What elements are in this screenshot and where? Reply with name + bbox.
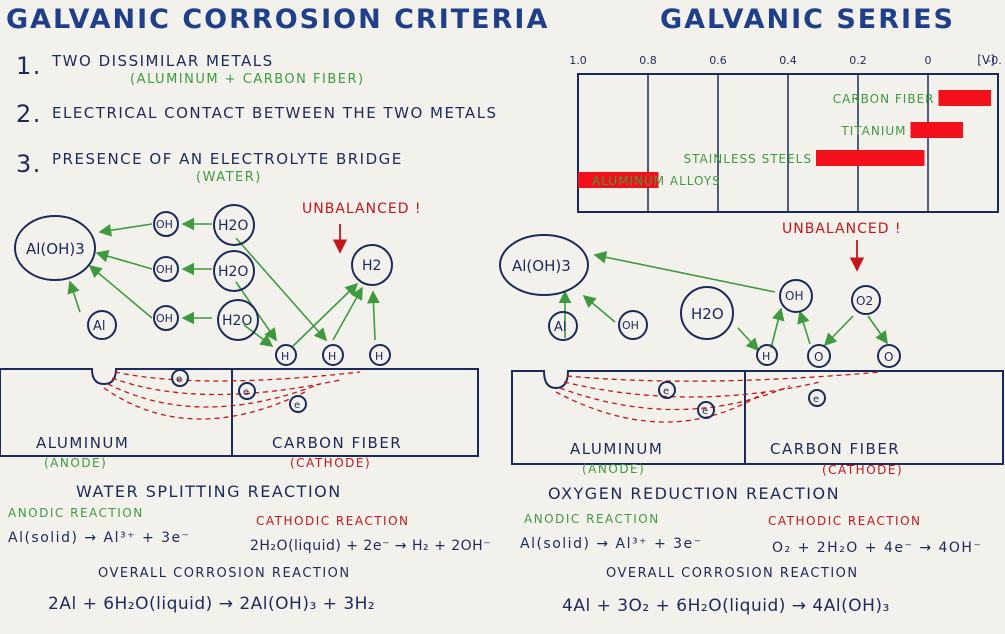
electron-label: e — [176, 374, 182, 385]
left-anode-metal-label: ALUMINUM — [36, 434, 130, 452]
right-anodic-equation: Al(solid) → Al³⁺ + 3e⁻ — [520, 536, 703, 552]
o-ion-label: O — [884, 350, 893, 364]
chart-bar-carbon-fiber — [938, 90, 991, 106]
electron-label: e — [243, 387, 249, 398]
right-electron-paths — [555, 371, 881, 423]
right-cathode-role: (CATHODE) — [822, 463, 904, 477]
right-reaction-title: OXYGEN REDUCTION REACTION — [548, 484, 841, 503]
criterion-1-note: (ALUMINUM + CARBON FIBER) — [130, 72, 365, 87]
chart-bar-aluminum-alloys — [578, 172, 659, 188]
left-metal-plates — [0, 368, 479, 457]
h-ion-label: H — [281, 350, 289, 363]
electron-label: e — [294, 400, 300, 411]
criteria-title: GALVANIC CORROSION CRITERIA — [6, 4, 550, 35]
o2-label: O2 — [856, 294, 873, 308]
right-cathode-metal-label: CARBON FIBER — [770, 440, 901, 458]
oh-label: OH — [156, 312, 173, 325]
right-species-labels: Al(OH)3 OH H2O OH O2 Al H O O e e e — [512, 257, 893, 417]
criterion-1-text: TWO DISSIMILAR METALS — [52, 52, 274, 70]
chart-series-label: CARBON FIBER — [833, 92, 935, 106]
left-anodic-equation: Al(solid) → Al³⁺ + 3e⁻ — [8, 530, 191, 546]
h2o-label: H2O — [218, 264, 248, 280]
right-reaction-arrows — [558, 250, 888, 352]
chart-tick-label: 0.2 — [849, 54, 867, 67]
h-ion-label: H — [328, 350, 336, 363]
criterion-3-note: (WATER) — [196, 170, 262, 185]
h2o-label: H2O — [222, 313, 252, 329]
left-species-circles — [14, 204, 393, 413]
right-anode-metal-label: ALUMINUM — [570, 440, 664, 458]
oh-label: OH — [156, 218, 173, 231]
o-ion-label: O — [814, 350, 823, 364]
right-unbalanced-label: UNBALANCED ! — [782, 221, 902, 237]
right-anodic-label: ANODIC REACTION — [524, 512, 660, 526]
electron-label: e — [813, 394, 819, 405]
right-overall-label: OVERALL CORROSION REACTION — [606, 566, 859, 581]
galvanic-series-chart: 1.0 0.8 0.6 0.4 0.2 0 -0.2[V] CARBON FIBER TITAN… — [569, 53, 1002, 213]
h-ion-label: H — [762, 350, 770, 363]
aloh3-label: Al(OH)3 — [512, 257, 571, 275]
chart-series-label: STAINLESS STEELS — [684, 152, 812, 166]
chart-bar-stainless-steels — [816, 150, 925, 166]
criterion-1-number: 1. — [16, 52, 42, 80]
left-electron-paths — [103, 371, 361, 420]
criterion-2-number: 2. — [16, 100, 42, 128]
oh-label: OH — [785, 289, 803, 303]
chart-tick-label: 0 — [925, 54, 932, 67]
chart-tick-label: 0.4 — [779, 54, 797, 67]
chart-tick-label: 0.8 — [639, 54, 657, 67]
left-cathodic-label: CATHODIC REACTION — [256, 514, 410, 528]
chart-series-label: ALUMINUM ALLOYS — [592, 174, 721, 188]
left-cathodic-equation: 2H₂O(liquid) + 2e⁻ → H₂ + 2OH⁻ — [250, 538, 492, 554]
electron-label: e — [663, 386, 669, 397]
left-cathode-metal-label: CARBON FIBER — [272, 434, 403, 452]
h-ion-label: H — [375, 350, 383, 363]
left-overall-label: OVERALL CORROSION REACTION — [98, 566, 351, 581]
chart-bar-titanium — [910, 122, 963, 138]
left-overall-equation: 2Al + 6H₂O(liquid) → 2Al(OH)₃ + 3H₂ — [48, 594, 376, 614]
left-cathode-role: (CATHODE) — [290, 456, 372, 470]
right-cathodic-label: CATHODIC REACTION — [768, 514, 922, 528]
right-overall-equation: 4Al + 3O₂ + 6H₂O(liquid) → 4Al(OH)₃ — [562, 596, 890, 616]
series-title: GALVANIC SERIES — [660, 4, 955, 35]
criterion-3-number: 3. — [16, 150, 42, 178]
al-ion-label: Al — [554, 320, 567, 335]
chart-unit-label: [V] — [977, 53, 995, 67]
al-ion-label: Al — [93, 319, 106, 334]
h2o-label: H2O — [691, 305, 724, 323]
left-species-labels: Al(OH)3 OH OH OH H2O H2O H2O H2 Al H H H… — [26, 218, 383, 411]
left-anode-role: (ANODE) — [44, 456, 108, 470]
aloh3-label: Al(OH)3 — [26, 240, 85, 258]
chart-tick-label: 1.0 — [569, 54, 587, 67]
chart-tick-label: -0.2 — [987, 54, 1002, 67]
left-unbalanced-label: UNBALANCED ! — [302, 201, 422, 217]
chart-series-label: TITANIUM — [840, 124, 906, 138]
electron-label: e — [702, 406, 708, 417]
right-cathodic-equation: O₂ + 2H₂O + 4e⁻ → 4OH⁻ — [772, 540, 983, 556]
right-anode-role: (ANODE) — [582, 462, 646, 476]
h2-label: H2 — [362, 258, 381, 274]
left-anodic-label: ANODIC REACTION — [8, 506, 144, 520]
chart-tick-label: 0.6 — [709, 54, 727, 67]
criterion-3-text: PRESENCE OF AN ELECTROLYTE BRIDGE — [52, 150, 403, 168]
left-reaction-title: WATER SPLITTING REACTION — [76, 482, 342, 501]
oh-label: OH — [156, 263, 173, 276]
criterion-2-text: ELECTRICAL CONTACT BETWEEN THE TWO METAL… — [52, 104, 498, 122]
right-species-circles — [499, 234, 901, 419]
h2o-label: H2O — [218, 218, 248, 234]
right-metal-plates — [511, 370, 1004, 465]
oh-label: OH — [622, 319, 639, 332]
